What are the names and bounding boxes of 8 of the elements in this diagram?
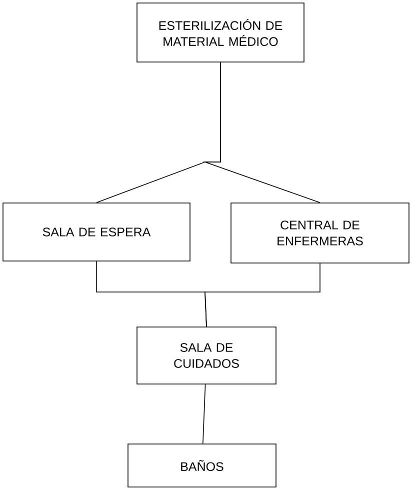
connector-line <box>202 384 206 444</box>
connector-line <box>204 263 320 327</box>
process-box: SALA DE CUIDADOS <box>136 326 276 384</box>
process-box: ESTERILIZACIÓN DE MATERIAL MÉDICO <box>136 2 304 62</box>
process-box: BAÑOS <box>128 444 276 488</box>
process-box: CENTRAL DE ENFERMERAS <box>230 202 410 264</box>
connector-line <box>202 62 320 203</box>
process-box: SALA DE ESPERA <box>2 202 190 262</box>
